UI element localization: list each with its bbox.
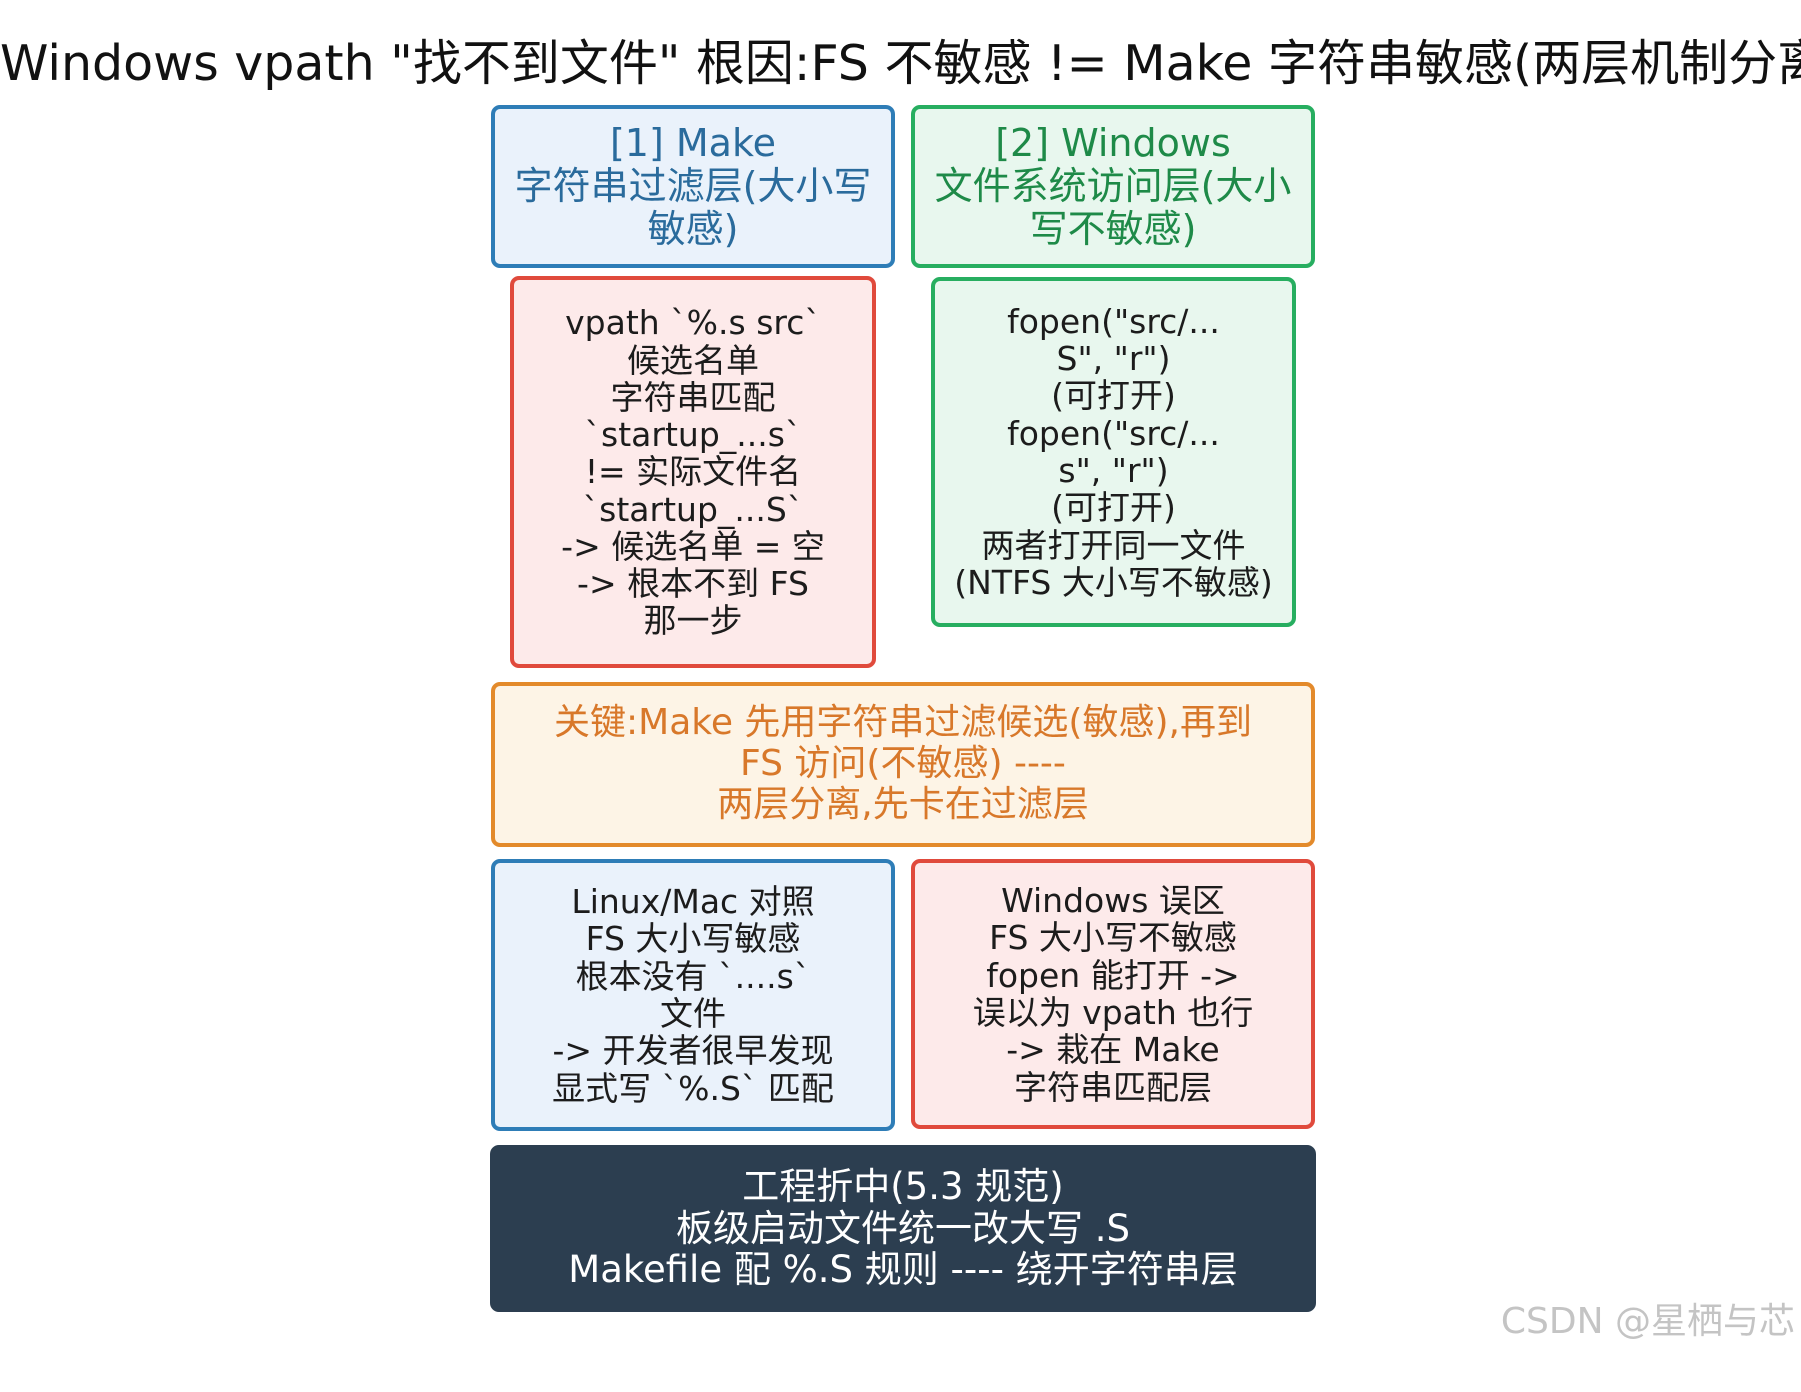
csdn-watermark: CSDN @星栖与芯 [1500, 1301, 1795, 1342]
windows-misread-box: Windows 误区 FS 大小写不敏感 fopen 能打开 -> 误以为 vp… [911, 859, 1315, 1129]
vpath-match-box: vpath `%.s src` 候选名单 字符串匹配 `startup_...s… [510, 276, 876, 668]
make-layer-header-text: [1] Make 字符串过滤层(大小写 敏感) [514, 121, 872, 251]
fopen-demo-box: fopen("src/... S", "r") (可打开) fopen("src… [931, 277, 1296, 627]
key-point-text: 关键:Make 先用字符串过滤候选(敏感),再到 FS 访问(不敏感) ----… [554, 702, 1252, 825]
windows-layer-header-text: [2] Windows 文件系统访问层(大小 写不敏感) [934, 121, 1292, 251]
make-layer-header-box: [1] Make 字符串过滤层(大小写 敏感) [491, 105, 895, 268]
vpath-match-text: vpath `%.s src` 候选名单 字符串匹配 `startup_...s… [561, 303, 825, 641]
diagram-title: Windows vpath "找不到文件" 根因:FS 不敏感 != Make … [0, 35, 1801, 92]
fopen-demo-text: fopen("src/... S", "r") (可打开) fopen("src… [954, 301, 1273, 602]
linux-mac-text: Linux/Mac 对照 FS 大小写敏感 根本没有 `....s` 文件 ->… [552, 882, 834, 1108]
engineering-fix-box: 工程折中(5.3 规范) 板级启动文件统一改大写 .S Makefile 配 %… [490, 1145, 1316, 1312]
windows-layer-header-box: [2] Windows 文件系统访问层(大小 写不敏感) [911, 105, 1315, 268]
windows-misread-text: Windows 误区 FS 大小写不敏感 fopen 能打开 -> 误以为 vp… [972, 881, 1254, 1107]
engineering-fix-text: 工程折中(5.3 规范) 板级启动文件统一改大写 .S Makefile 配 %… [568, 1164, 1238, 1292]
key-point-box: 关键:Make 先用字符串过滤候选(敏感),再到 FS 访问(不敏感) ----… [491, 682, 1315, 847]
linux-mac-box: Linux/Mac 对照 FS 大小写敏感 根本没有 `....s` 文件 ->… [491, 859, 895, 1131]
